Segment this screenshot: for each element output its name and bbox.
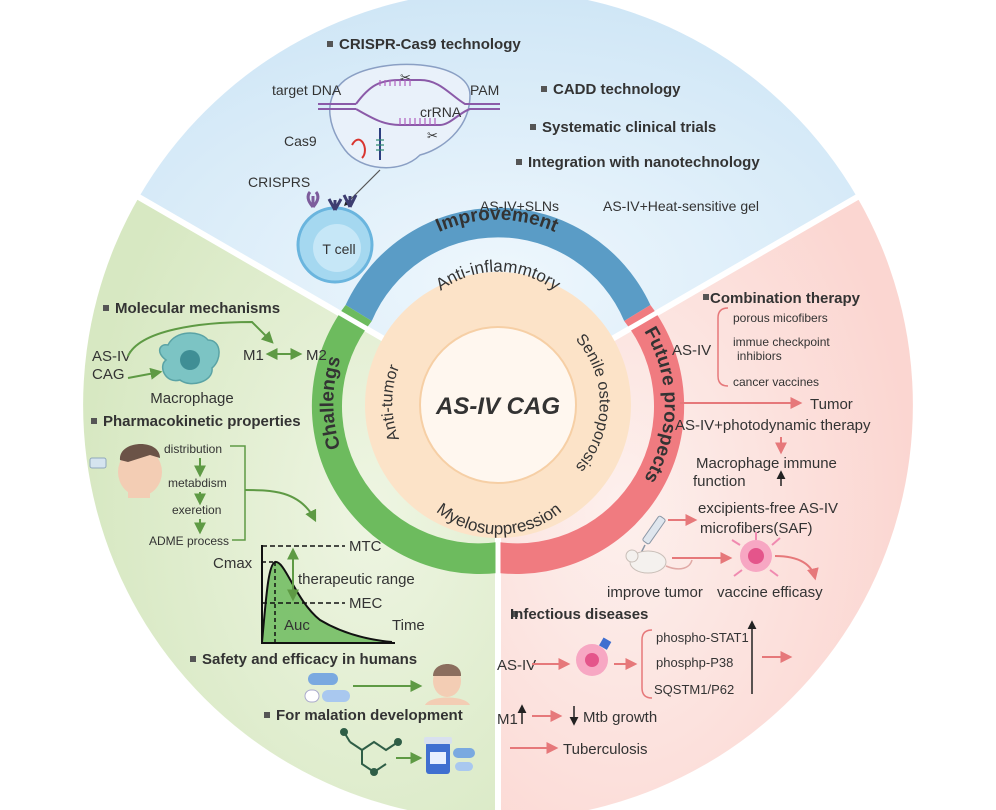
label-cas9: Cas9 <box>284 133 317 149</box>
label-auc: Auc <box>284 617 310 634</box>
challengs-content: Molecular mechanisms AS-IV CAG Macrophag… <box>89 300 475 776</box>
heading-trials: Systematic clinical trials <box>542 119 716 136</box>
molecule-icon <box>340 728 402 776</box>
label-checkpoint-2: inhibiors <box>737 349 782 363</box>
label-p38: phosphp-P38 <box>656 655 733 670</box>
label-mtc: MTC <box>349 538 382 555</box>
label-metabolism: metabdism <box>168 476 227 490</box>
infected-cell-icon <box>576 637 612 676</box>
label-excretion: exeretion <box>172 503 221 517</box>
center-title: AS-IV CAG <box>435 393 560 420</box>
pk-curve-chart <box>261 545 395 644</box>
label-saf-2: microfibers(SAF) <box>700 520 813 537</box>
mouse-icon <box>625 549 693 574</box>
label-cmax: Cmax <box>213 555 253 572</box>
label-m1-future: M1 <box>497 711 518 728</box>
t-cell-icon <box>296 191 374 284</box>
label-mec: MEC <box>349 595 383 612</box>
improvement-content: CRISPR-Cas9 technology ✂ ✂ target DNA PA… <box>248 36 760 284</box>
label-cag: CAG <box>92 366 125 383</box>
person-icon <box>425 664 470 705</box>
label-asiv-infectious: AS-IV <box>497 657 536 674</box>
heading-crispr: CRISPR-Cas9 technology <box>339 36 521 53</box>
label-target-dna: target DNA <box>272 82 342 98</box>
label-m2: M2 <box>306 347 327 364</box>
band-improvement <box>345 207 651 321</box>
label-porous: porous micofibers <box>733 311 828 325</box>
heading-molecular: Molecular mechanisms <box>115 300 280 317</box>
future-content: Combination therapy AS-IV porous micofib… <box>497 290 871 758</box>
patient-head-icon <box>89 443 162 498</box>
label-crrna: crRNA <box>420 104 462 120</box>
label-checkpoint-1: immue checkpoint <box>733 335 830 349</box>
label-tb: Tuberculosis <box>563 741 647 758</box>
label-t-cell: T cell <box>322 241 355 257</box>
label-distribution: distribution <box>164 442 222 456</box>
label-m1: M1 <box>243 347 264 364</box>
heading-cadd: CADD technology <box>553 81 681 98</box>
label-gel: AS-IV+Heat-sensitive gel <box>603 198 759 214</box>
label-therapeutic: therapeutic range <box>298 571 415 588</box>
pills-icon <box>304 673 350 703</box>
heading-nano: Integration with nanotechnology <box>528 154 760 171</box>
label-asiv-future: AS-IV <box>672 342 711 359</box>
label-macrophage: Macrophage <box>150 390 233 407</box>
label-time: Time <box>392 617 425 634</box>
heading-formulation: For malation development <box>276 707 463 724</box>
dna-icon <box>318 79 500 126</box>
label-vaccine-eff: vaccine efficasy <box>717 584 823 601</box>
label-crisprs: CRISPRS <box>248 174 310 190</box>
label-vaccines: cancer vaccines <box>733 375 819 389</box>
label-macro-2: function <box>693 473 746 490</box>
label-stat1: phospho-STAT1 <box>656 630 749 645</box>
center-disc <box>420 327 576 483</box>
label-adme: ADME process <box>149 534 229 548</box>
tumor-cell-icon <box>731 532 781 577</box>
label-saf-1: excipients-free AS-IV <box>698 500 838 517</box>
macrophage-icon <box>158 332 220 385</box>
scissors-icon: ✂ <box>427 128 438 143</box>
label-tumor: Tumor <box>810 396 853 413</box>
label-pam: PAM <box>470 82 499 98</box>
heading-safety: Safety and efficacy in humans <box>202 651 417 668</box>
heading-infectious: Infectious diseases <box>510 606 648 623</box>
band-future <box>498 305 685 574</box>
label-asiv: AS-IV <box>92 348 131 365</box>
label-mtb: Mtb growth <box>583 709 657 726</box>
label-improve: improve tumor <box>607 584 703 601</box>
heading-pk: Pharmacokinetic properties <box>103 413 301 430</box>
label-macro-1: Macrophage immune <box>696 455 837 472</box>
label-sln: AS-IV+SLNs <box>480 198 559 214</box>
label-pdt: AS-IV+photodynamic therapy <box>675 417 871 434</box>
cas9-shape-icon <box>329 63 471 169</box>
sector-improvement <box>139 0 857 405</box>
scissors-icon: ✂ <box>400 70 411 85</box>
heading-combination: Combination therapy <box>710 290 861 307</box>
medicine-bottle-icon <box>424 737 475 774</box>
label-sqstm: SQSTM1/P62 <box>654 682 734 697</box>
band-challengs <box>311 305 498 574</box>
